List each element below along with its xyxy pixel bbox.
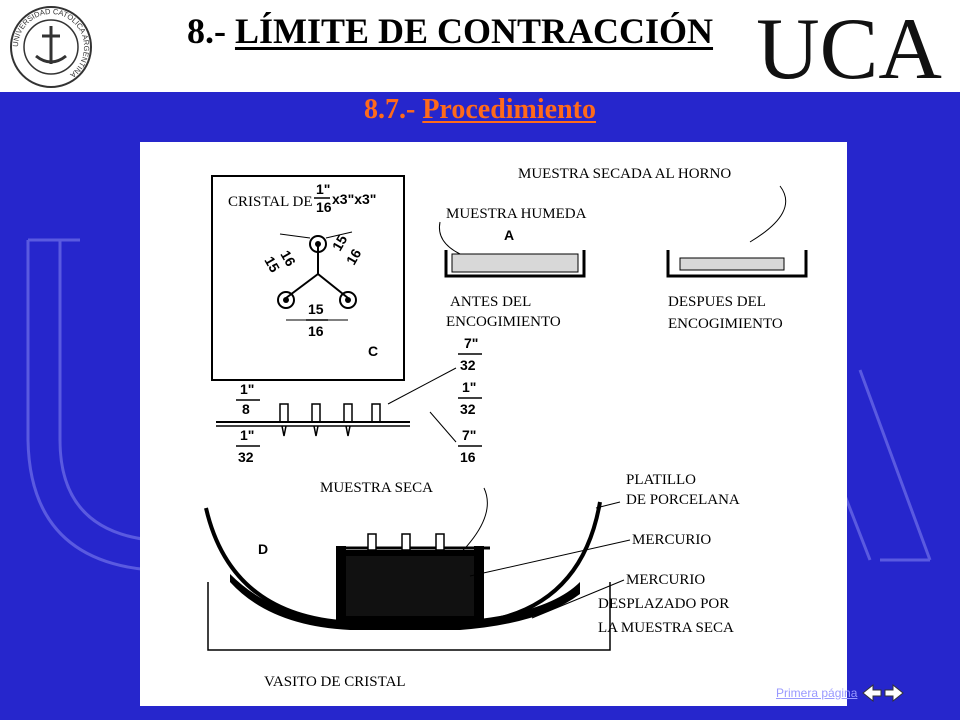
- dim-1-8-den: 8: [242, 401, 250, 417]
- university-seal-icon: UNIVERSIDAD CATOLICA ARGENTINA: [10, 6, 92, 88]
- dry-sample-block: [346, 556, 474, 624]
- page-title: 8.- LÍMITE DE CONTRACCIÓN: [150, 10, 750, 52]
- label-la-muestra-seca: LA MUESTRA SECA: [598, 620, 734, 636]
- procedure-figure: CRISTAL DE 1" 16 x3"x3" 15 16 15 16 15 1…: [140, 142, 847, 706]
- title-main: LÍMITE DE CONTRACCIÓN: [234, 11, 714, 51]
- arrow-left-icon[interactable]: [861, 683, 883, 703]
- label-despues-del: DESPUES DEL: [668, 294, 766, 310]
- dim-1-8-num: 1": [240, 381, 254, 397]
- dim-15-16-right-den: 16: [343, 246, 365, 268]
- dim-7-16-den: 16: [460, 449, 476, 465]
- label-a: A: [504, 227, 514, 243]
- label-de-porcelana: DE PORCELANA: [626, 492, 740, 508]
- label-encogimiento-2: ENCOGIMIENTO: [668, 316, 783, 332]
- dim-15-16-left-num: 15: [261, 254, 283, 276]
- header-bar: UNIVERSIDAD CATOLICA ARGENTINA 8.- LÍMIT…: [0, 0, 960, 92]
- label-d: D: [258, 541, 268, 557]
- label-mercurio-2: MERCURIO: [626, 572, 705, 588]
- label-platillo: PLATILLO: [626, 472, 696, 488]
- dim-1-16-num: 1": [316, 181, 330, 197]
- arrow-right-icon[interactable]: [883, 683, 905, 703]
- dim-7-16-num: 7": [462, 427, 476, 443]
- uca-logo-icon: UCA: [756, 4, 942, 88]
- label-encogimiento-1: ENCOGIMIENTO: [446, 314, 561, 330]
- dim-1-32-right-num: 1": [462, 379, 476, 395]
- section-label: Procedimiento: [422, 94, 596, 125]
- dim-1-16-den: 16: [316, 199, 332, 215]
- procedure-diagram: CRISTAL DE 1" 16 x3"x3" 15 16 15 16 15 1…: [204, 166, 808, 690]
- dim-7-32-den: 32: [460, 357, 476, 373]
- title-prefix: 8.-: [186, 11, 235, 51]
- label-muestra-secada: MUESTRA SECADA AL HORNO: [518, 166, 731, 182]
- slide-navigation: Primera página: [776, 681, 905, 705]
- glass-cup: [207, 582, 611, 651]
- dim-7-32-num: 7": [464, 335, 478, 351]
- wet-sample-dish: [444, 250, 586, 278]
- dim-15-16-left-den: 16: [277, 248, 299, 270]
- section-heading: 8.7.- Procedimiento: [0, 94, 960, 126]
- label-antes-del: ANTES DEL: [450, 294, 531, 310]
- first-page-link[interactable]: Primera página: [776, 686, 858, 700]
- dim-1-32-left-den: 32: [238, 449, 254, 465]
- label-desplazado-por: DESPLAZADO POR: [598, 596, 729, 612]
- label-muestra-seca: MUESTRA SECA: [320, 480, 433, 496]
- dim-15-16-bottom-den: 16: [308, 323, 324, 339]
- svg-text:UCA: UCA: [756, 4, 942, 88]
- label-c: C: [368, 343, 378, 359]
- dim-15-16-bottom-num: 15: [308, 301, 324, 317]
- label-mercurio-1: MERCURIO: [632, 532, 711, 548]
- dim-1-32-left-num: 1": [240, 427, 254, 443]
- section-number: 8.7.-: [364, 94, 423, 125]
- dim-15-16-right-num: 15: [329, 232, 351, 254]
- dim-1-32-right-den: 32: [460, 401, 476, 417]
- dry-sample-dish: [666, 250, 808, 278]
- label-cristal-de: CRISTAL DE: [228, 194, 313, 210]
- label-muestra-humeda: MUESTRA HUMEDA: [446, 206, 587, 222]
- label-vasito-de-cristal: VASITO DE CRISTAL: [264, 674, 406, 690]
- dim-x3x3: x3"x3": [332, 191, 376, 207]
- glass-plate: [211, 175, 405, 381]
